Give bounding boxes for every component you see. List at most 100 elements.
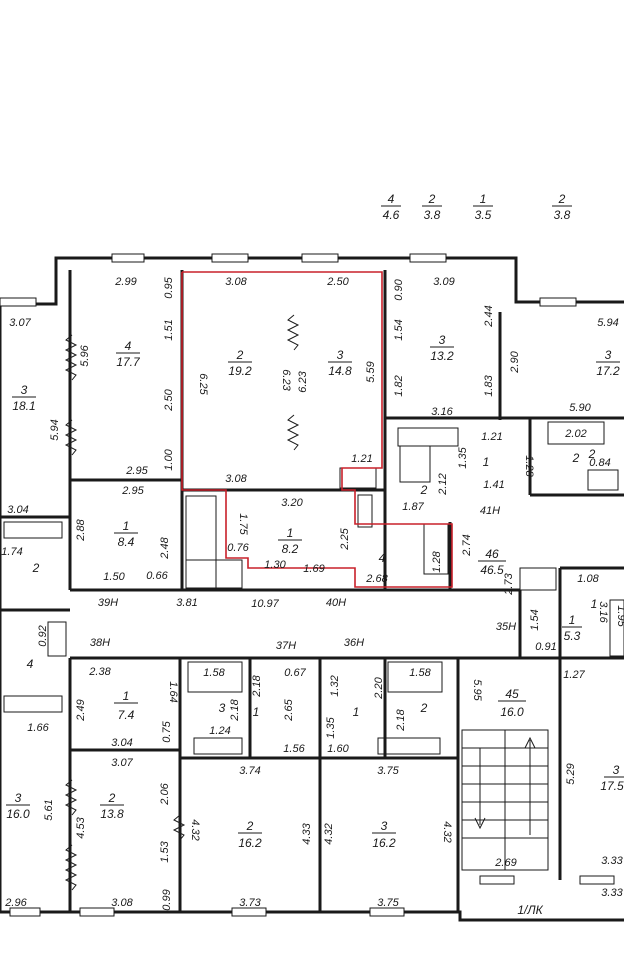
room-area: 17.7 bbox=[116, 355, 141, 369]
dimension: 2.48 bbox=[159, 536, 171, 559]
room-area: 46.5 bbox=[480, 563, 504, 577]
corridor-label: 41Н bbox=[480, 505, 500, 517]
selected-apartment-outline bbox=[181, 271, 453, 588]
room-area: 17.5 bbox=[600, 779, 624, 793]
room-num: 2 bbox=[108, 791, 116, 805]
dimension: 2.68 bbox=[365, 573, 388, 585]
dimension: 2.96 bbox=[4, 897, 27, 909]
dimension: 4.32 bbox=[189, 819, 201, 840]
dimension: 5.90 bbox=[569, 402, 591, 414]
stair-label: 1/ЛК bbox=[517, 903, 543, 917]
small-room-numbers: 2 2 4 2 1 4 3 1 1 2 1 2 bbox=[27, 447, 598, 719]
dimension: 1.50 bbox=[103, 571, 125, 583]
walls bbox=[0, 256, 624, 922]
dimension: 2.65 bbox=[283, 698, 295, 721]
windows bbox=[0, 253, 615, 917]
dimension: 0.66 bbox=[146, 570, 168, 582]
room-num: 2 bbox=[32, 561, 40, 575]
room-num: 1 bbox=[569, 613, 576, 627]
room-num: 2 bbox=[246, 819, 254, 833]
dimension: 2.90 bbox=[509, 350, 521, 373]
dimension: 1.64 bbox=[167, 681, 179, 702]
dimension: 2.95 bbox=[125, 465, 148, 477]
room-area: 16.2 bbox=[372, 836, 396, 850]
dimension: 3.20 bbox=[281, 497, 303, 509]
dimension: 2.18 bbox=[229, 698, 241, 721]
corridor-label: 38Н bbox=[90, 637, 110, 649]
dimension: 3.16 bbox=[597, 601, 609, 623]
dimension: 2.88 bbox=[75, 518, 87, 541]
dimension: 3.16 bbox=[431, 406, 453, 418]
dimension: 1.60 bbox=[327, 743, 349, 755]
dimension: 2.18 bbox=[395, 708, 407, 731]
room-area: 14.8 bbox=[328, 364, 352, 378]
corridor-labels: 41Н 39Н 40Н 35Н 38Н 37Н 36Н bbox=[90, 505, 516, 652]
dimension: 0.84 bbox=[589, 457, 610, 469]
dimension: 3.08 bbox=[225, 473, 247, 485]
dimension: 3.09 bbox=[433, 276, 454, 288]
room-area: 16.2 bbox=[238, 836, 262, 850]
top-room-num: 1 bbox=[480, 192, 487, 206]
room-num: 1 bbox=[253, 705, 260, 719]
dimension: 1.28 bbox=[523, 455, 535, 477]
dimension: 0.91 bbox=[535, 641, 556, 653]
dimension: 3.74 bbox=[239, 765, 260, 777]
dimension: 0.90 bbox=[393, 278, 405, 300]
room-num: 2 bbox=[420, 483, 428, 497]
corridor-label: 37Н bbox=[276, 640, 296, 652]
dimension: 5.29 bbox=[565, 763, 577, 784]
dimension: 1.56 bbox=[283, 743, 305, 755]
corridor-label: 39Н bbox=[98, 597, 118, 609]
room-num: 3 bbox=[21, 383, 28, 397]
dimension: 3.08 bbox=[111, 897, 133, 909]
dimension: 1.82 bbox=[393, 375, 405, 396]
top-room-num: 2 bbox=[558, 192, 566, 206]
room-area: 17.2 bbox=[596, 364, 620, 378]
top-room-area: 4.6 bbox=[383, 208, 400, 222]
dimension: 3.08 bbox=[225, 276, 247, 288]
room-num: 2 bbox=[572, 451, 580, 465]
dimension: 1.41 bbox=[483, 479, 504, 491]
dimension: 2.73 bbox=[503, 572, 515, 595]
room-num: 3 bbox=[605, 348, 612, 362]
dimension: 5.96 bbox=[79, 344, 91, 366]
dimension: 5.94 bbox=[49, 419, 61, 440]
corridor-label: 35Н bbox=[496, 621, 516, 633]
dimension: 3.33 bbox=[601, 855, 623, 867]
room-num: 3 bbox=[337, 348, 344, 362]
room-num: 2 bbox=[420, 701, 428, 715]
room-num: 1 bbox=[353, 705, 360, 719]
room-area: 13.2 bbox=[430, 349, 454, 363]
dimension: 0.92 bbox=[37, 625, 49, 646]
dimension: 3.81 bbox=[176, 597, 197, 609]
dimension: 4.32 bbox=[323, 823, 335, 844]
dimension: 6.23 bbox=[280, 369, 292, 391]
dimension: 1.69 bbox=[303, 563, 324, 575]
dimension: 1.87 bbox=[402, 501, 424, 513]
dimension: 2.02 bbox=[564, 428, 586, 440]
dimension: 4.32 bbox=[441, 821, 453, 842]
dimension: 2.20 bbox=[373, 676, 385, 699]
dimension: 3.04 bbox=[7, 504, 28, 516]
corridor-label: 40Н bbox=[326, 597, 346, 609]
dimension: 1.35 bbox=[325, 716, 337, 738]
room-labels: 4 17.7 3 18.1 2 19.2 3 14.8 3 13.2 3 17.… bbox=[6, 333, 624, 850]
dimension: 3.75 bbox=[377, 897, 399, 909]
dimension: 1.08 bbox=[577, 573, 599, 585]
dimension: 2.06 bbox=[159, 782, 171, 805]
dimension: 1.54 bbox=[529, 609, 541, 630]
top-room-area: 3.8 bbox=[424, 208, 441, 222]
dimension: 2.95 bbox=[121, 485, 144, 497]
dimension: 0.76 bbox=[227, 542, 249, 554]
dimension: 1.58 bbox=[203, 667, 225, 679]
dimension: 4.53 bbox=[75, 816, 87, 838]
dimension: 2.74 bbox=[461, 534, 473, 556]
dimension: 2.25 bbox=[339, 527, 351, 550]
dimension: 5.94 bbox=[597, 317, 618, 329]
room-num: 1 bbox=[287, 526, 294, 540]
dimension: 3.04 bbox=[111, 737, 132, 749]
room-area: 5.3 bbox=[564, 629, 581, 643]
dimension: 3.07 bbox=[111, 757, 133, 769]
room-num: 4 bbox=[379, 551, 386, 565]
